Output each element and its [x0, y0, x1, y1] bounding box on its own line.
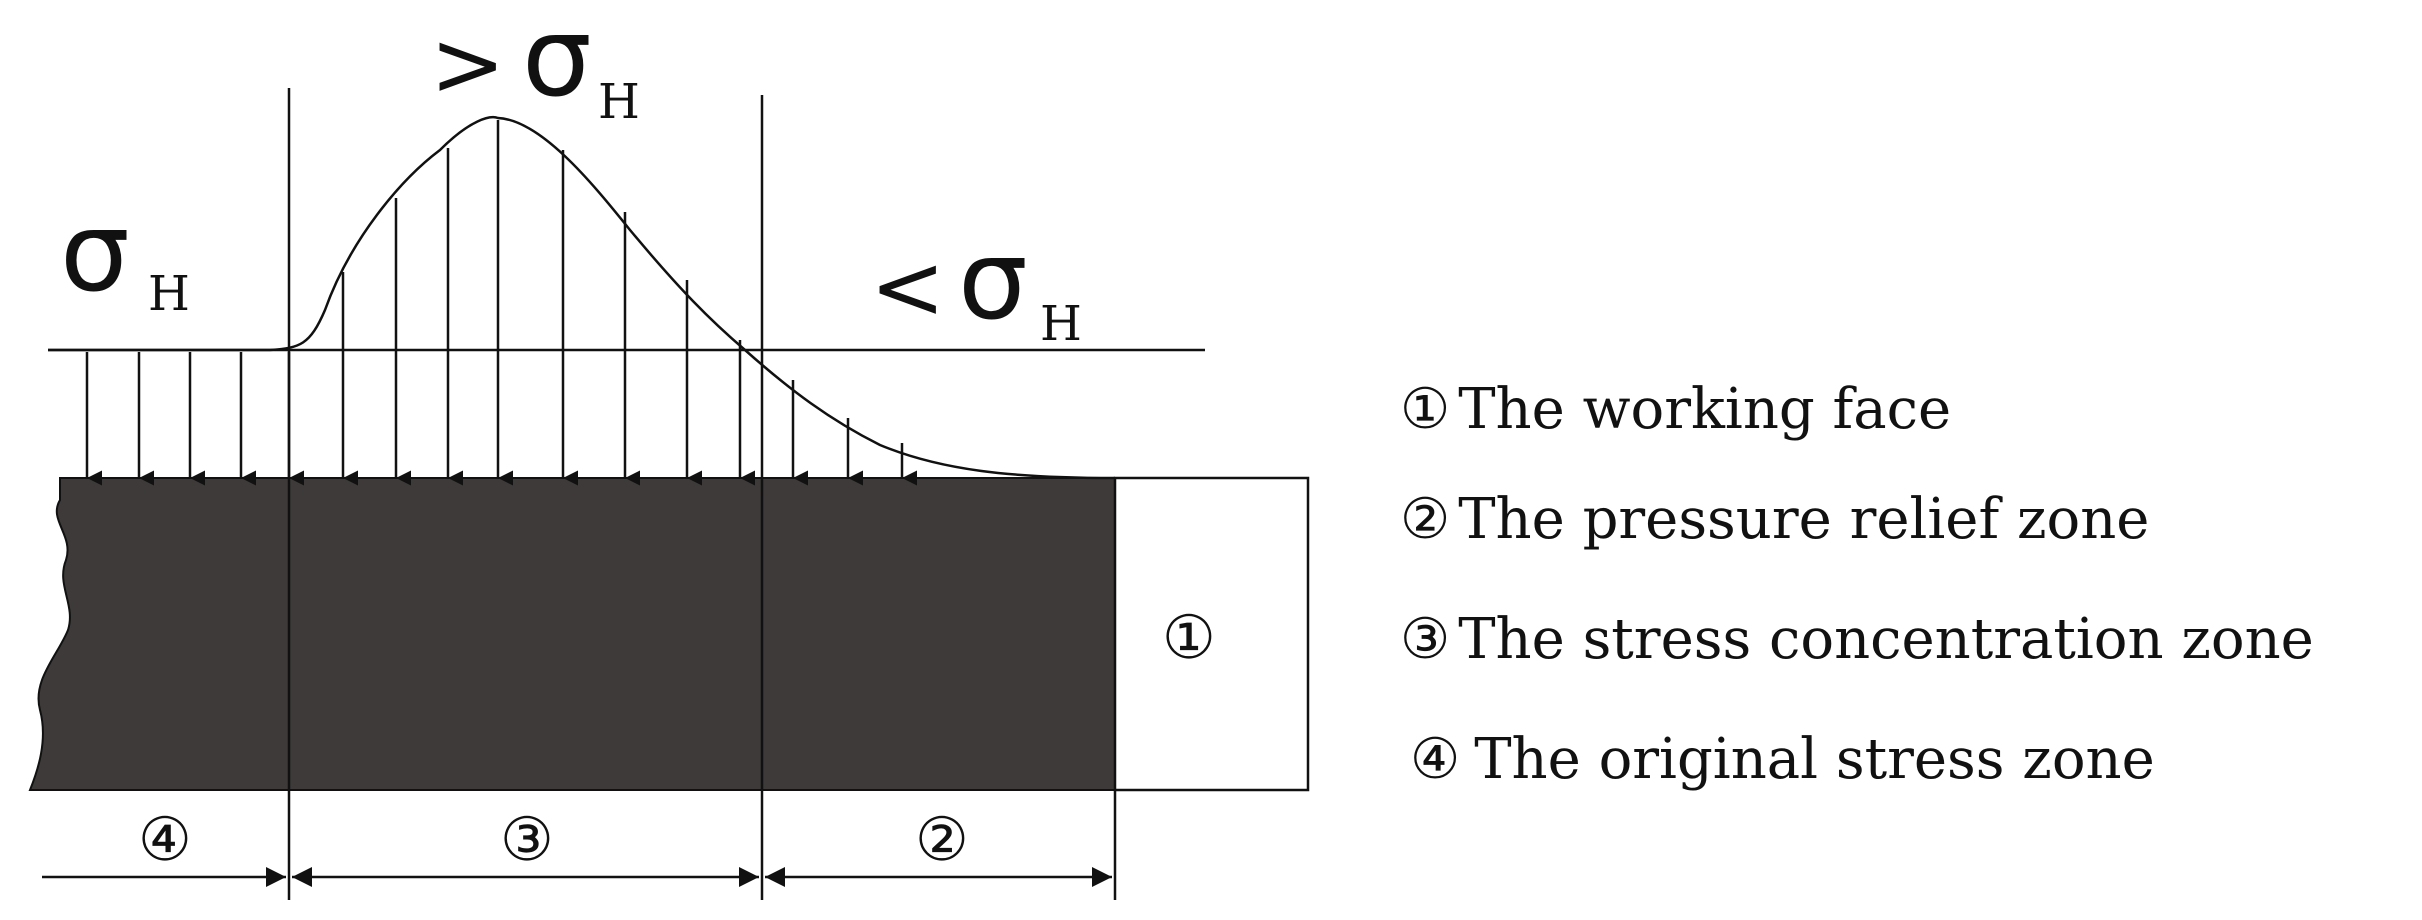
- label-original-stress: σ H: [60, 188, 190, 322]
- svg-text:H: H: [148, 266, 190, 322]
- stress-arrows: [85, 120, 917, 486]
- working-face-box: [1113, 476, 1310, 792]
- svg-text:>: >: [430, 12, 505, 117]
- label-greater-than-original: > σ H: [430, 0, 640, 130]
- svg-text:σ: σ: [522, 0, 592, 121]
- stress-curve: [48, 116, 1116, 480]
- svg-text:H: H: [598, 74, 640, 130]
- svg-text:σ: σ: [958, 216, 1028, 344]
- zone-label-concentration: ③: [500, 805, 554, 875]
- zone-label-relief: ②: [915, 805, 969, 875]
- working-face-marker: ①: [1162, 603, 1216, 673]
- svg-text:<: <: [870, 235, 945, 340]
- zone-label-original: ④: [138, 805, 192, 875]
- svg-text:σ: σ: [60, 188, 130, 316]
- svg-text:H: H: [1040, 296, 1082, 352]
- coal-body: [28, 477, 1116, 791]
- label-less-than-original: < σ H: [870, 216, 1082, 352]
